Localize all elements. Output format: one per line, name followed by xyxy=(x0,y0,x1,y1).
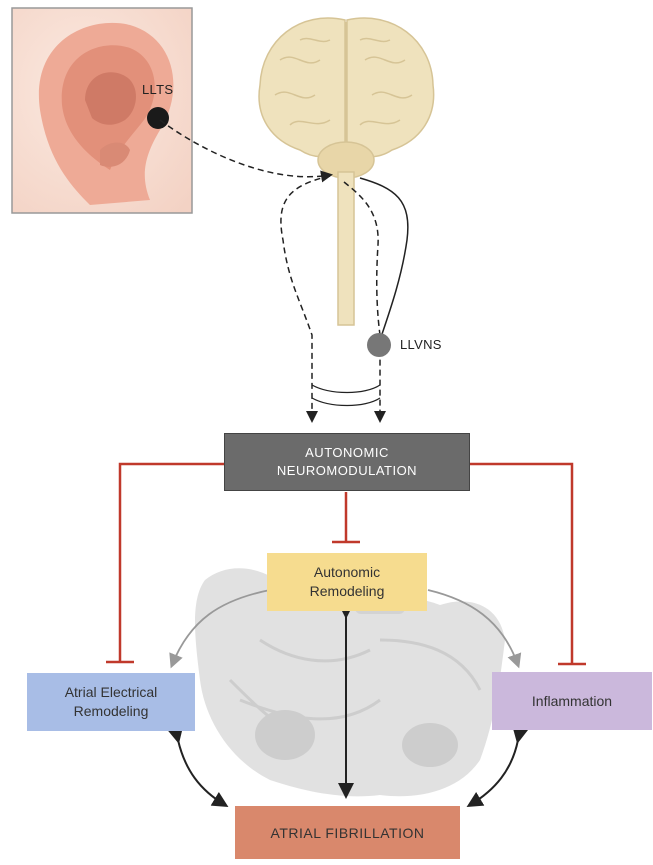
dashed-efferent-left xyxy=(281,176,330,420)
autonomic-remodeling-box: Autonomic Remodeling xyxy=(267,553,427,611)
llvns-stimulation-point xyxy=(367,333,391,357)
autonomic-remodeling-line1: Autonomic xyxy=(314,563,380,582)
llts-stimulation-point xyxy=(147,107,169,129)
brain-illustration xyxy=(259,18,434,325)
vagus-nerve-path xyxy=(360,178,408,340)
atrial-electrical-line1: Atrial Electrical xyxy=(65,683,158,702)
llts-label: LLTS xyxy=(142,82,173,97)
neuromodulation-line1: AUTONOMIC xyxy=(305,444,389,462)
inflammation-box: Inflammation xyxy=(492,672,652,730)
atrial-fibrillation-label: ATRIAL FIBRILLATION xyxy=(271,825,425,841)
nerve-bundle-arcs xyxy=(312,385,380,406)
atrial-electrical-line2: Remodeling xyxy=(74,702,149,721)
atrial-electrical-box: Atrial Electrical Remodeling xyxy=(27,673,195,731)
llvns-label: LLVNS xyxy=(400,337,442,352)
neuromodulation-box: AUTONOMIC NEUROMODULATION xyxy=(224,433,470,491)
autonomic-remodeling-line2: Remodeling xyxy=(310,582,385,601)
atrial-fibrillation-box: ATRIAL FIBRILLATION xyxy=(235,806,460,859)
inflammation-label: Inflammation xyxy=(532,693,612,709)
neuromodulation-line2: NEUROMODULATION xyxy=(277,462,417,480)
arrow-electrical-af xyxy=(178,740,225,805)
